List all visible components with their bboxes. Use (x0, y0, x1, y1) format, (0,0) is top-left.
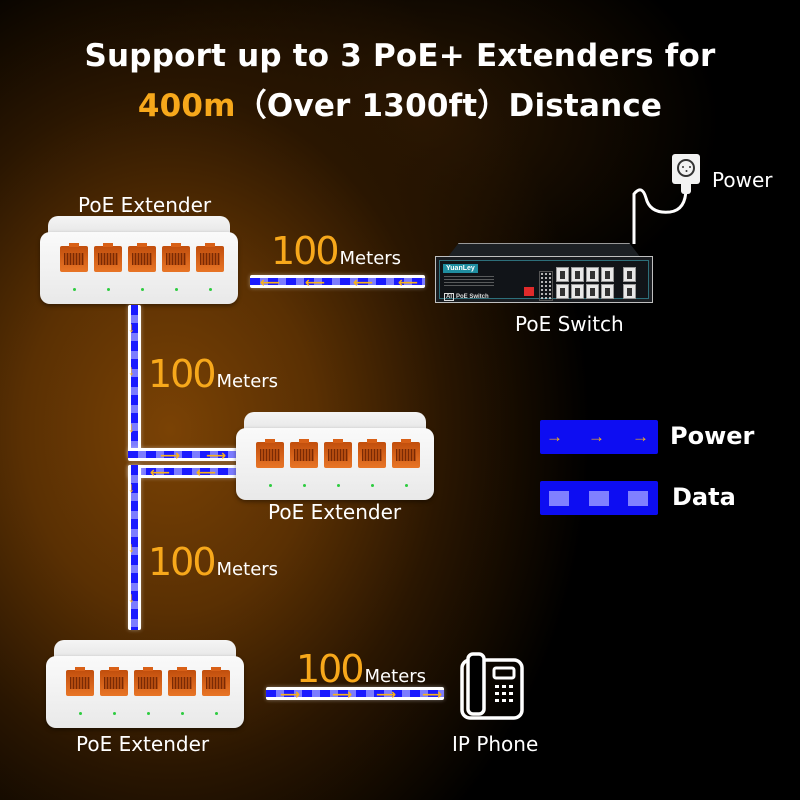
power-arrow-left-icon: ⟵ (398, 274, 419, 290)
cable-junction-to-extender-2-in: ⟶ ⟶ (128, 447, 238, 463)
data-block-icon (628, 491, 648, 506)
phone-label: IP Phone (452, 732, 539, 756)
power-arrow-down-icon: ↓ (128, 589, 135, 605)
power-arrow-right-icon: ⟶ (160, 447, 181, 463)
poe-extender-icon (236, 412, 434, 500)
power-cord (632, 187, 688, 244)
extender-1-label: PoE Extender (78, 193, 212, 217)
power-arrow-right-icon: ⟶ (422, 686, 443, 702)
power-arrow-right-icon: ⟶ (376, 686, 397, 702)
legend-power-label: Power (670, 422, 755, 450)
cable-extender-1-to-junction: ↓ ↓ ↓ (128, 305, 141, 457)
arrow-right-icon: → (588, 427, 605, 446)
ip-phone-icon (460, 652, 524, 720)
data-block-icon (549, 491, 569, 506)
power-arrow-left-icon: ⟵ (196, 464, 217, 480)
power-arrow-left-icon: ⟵ (260, 274, 281, 290)
extender-2-label: PoE Extender (268, 500, 402, 524)
legend-power-swatch: → → → (540, 420, 658, 454)
power-arrow-down-icon: ↓ (128, 362, 135, 378)
cable-extender-3-to-phone: ⟶ ⟶ ⟶ ⟶ (266, 686, 444, 702)
power-arrow-down-icon: ↓ (128, 419, 135, 435)
switch-brand: YuanLey (443, 264, 478, 273)
power-arrow-right-icon: ⟶ (332, 686, 353, 702)
arrow-right-icon: → (546, 427, 563, 446)
headline-distance-rest: （Over 1300ft）Distance (235, 88, 663, 124)
power-arrow-down-icon: ↓ (128, 319, 135, 335)
power-arrow-right-icon: ⟶ (206, 447, 227, 463)
poe-extender-icon (46, 640, 244, 728)
arrow-right-icon: → (632, 427, 649, 446)
extender-3-label: PoE Extender (76, 732, 210, 756)
power-arrow-down-icon: ↓ (128, 479, 135, 495)
power-label: Power (712, 168, 773, 192)
poe-extender-icon (40, 216, 238, 304)
switch-label: PoE Switch (515, 312, 624, 336)
power-arrow-left-icon: ⟵ (150, 464, 171, 480)
headline-line-1: Support up to 3 PoE+ Extenders for (84, 38, 716, 74)
cable-switch-to-extender-1: ⟵ ⟵ ⟵ ⟵ (250, 274, 425, 290)
cable-extender-2-out-to-junction: ⟵ ⟵ (128, 464, 238, 480)
headline-line-2: 400m（Over 1300ft）Distance (0, 80, 800, 125)
legend-data-label: Data (672, 483, 736, 511)
data-block-icon (589, 491, 609, 506)
power-outlet-icon (672, 154, 700, 194)
power-arrow-left-icon: ⟵ (353, 274, 374, 290)
cable-junction-to-extender-3: ↓ ↓ ↓ (128, 465, 141, 630)
power-arrow-left-icon: ⟵ (305, 274, 326, 290)
power-arrow-right-icon: ⟶ (280, 686, 301, 702)
headline-distance-accent: 400m (137, 88, 236, 124)
legend-data-swatch (540, 481, 658, 515)
power-arrow-down-icon: ↓ (128, 539, 135, 555)
